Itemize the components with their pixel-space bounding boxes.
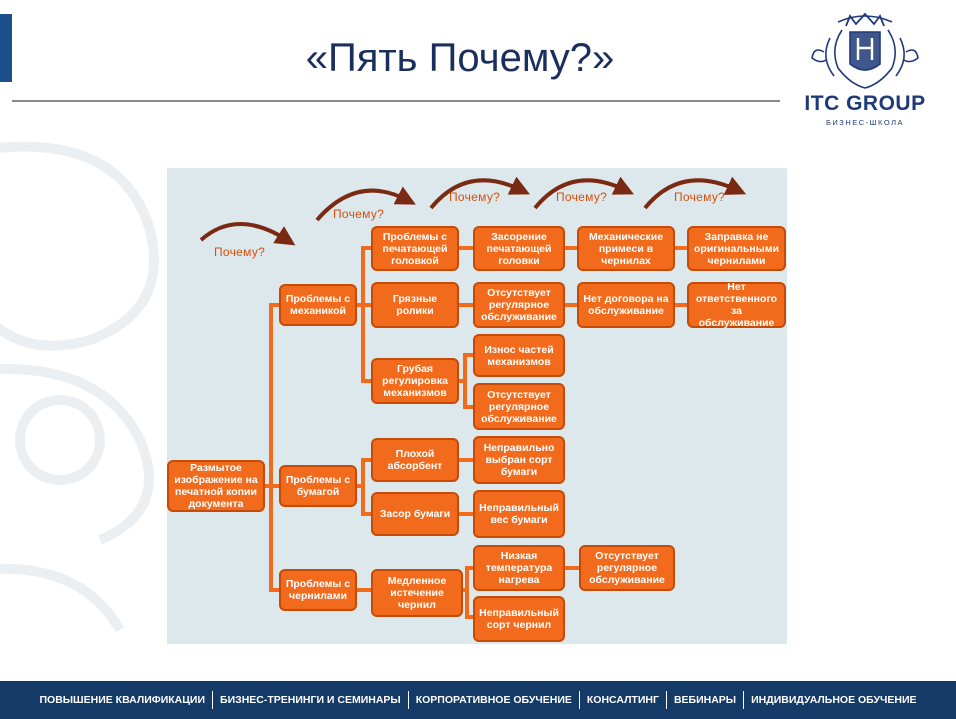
five-whys-diagram: Почему? Почему? Почему? Почему? Почему? … bbox=[167, 168, 787, 644]
title-divider bbox=[12, 100, 780, 102]
node-wear-parts: Износ частей механизмов bbox=[473, 334, 565, 377]
page-title: «Пять Почему?» bbox=[305, 36, 615, 80]
footer-item[interactable]: ИНДИВИДУАЛЬНОЕ ОБУЧЕНИЕ bbox=[751, 694, 917, 706]
node-paper: Проблемы с бумагой bbox=[279, 465, 357, 507]
footer-divider bbox=[665, 691, 667, 709]
accent-bar bbox=[0, 14, 12, 82]
why-label: Почему? bbox=[556, 190, 608, 204]
node-low-temp: Низкая температура нагрева bbox=[473, 545, 565, 591]
node-head-clog: Засорение печатающей головки bbox=[473, 226, 565, 271]
node-impurities: Механические примеси в чернилах bbox=[577, 226, 675, 271]
footer-item[interactable]: ВЕБИНАРЫ bbox=[673, 694, 737, 706]
node-root: Размытое изображение на печатной копии д… bbox=[167, 460, 265, 512]
node-mechanics: Проблемы с механикой bbox=[279, 284, 357, 326]
node-slow-flow: Медленное истечение чернил bbox=[371, 569, 463, 617]
node-wrong-paper-sort: Неправильно выбран сорт бумаги bbox=[473, 436, 565, 484]
node-rough-adjust: Грубая регулировка механизмов bbox=[371, 358, 459, 404]
watermark-emblem bbox=[0, 141, 159, 633]
footer-item[interactable]: ПОВЫШЕНИЕ КВАЛИФИКАЦИИ bbox=[39, 694, 206, 706]
node-no-service-1: Отсутствует регулярное обслуживание bbox=[473, 282, 565, 328]
node-wrong-ink: Неправильный сорт чернил bbox=[473, 596, 565, 642]
node-no-service-2: Отсутствует регулярное обслуживание bbox=[473, 383, 565, 430]
logo-text: ITC GROUP bbox=[804, 92, 926, 115]
diagram-connectors bbox=[199, 176, 747, 619]
node-dirty-rollers: Грязные ролики bbox=[371, 282, 459, 328]
why-label: Почему? bbox=[449, 190, 501, 204]
node-no-contract: Нет договора на обслуживание bbox=[577, 282, 675, 328]
node-paper-jam: Засор бумаги bbox=[371, 492, 459, 536]
footer-divider bbox=[743, 691, 745, 709]
node-non-original: Заправка не оригинальными чернилами bbox=[687, 226, 786, 271]
node-head-problems: Проблемы с печатающей головкой bbox=[371, 226, 459, 271]
footer-divider bbox=[578, 691, 580, 709]
why-label: Почему? bbox=[674, 190, 726, 204]
node-wrong-paper-weight: Неправильный вес бумаги bbox=[473, 490, 565, 538]
crest-icon bbox=[811, 12, 919, 89]
logo-subtitle: БИЗНЕС-ШКОЛА bbox=[825, 118, 904, 127]
node-no-service-3: Отсутствует регулярное обслуживание bbox=[579, 545, 675, 591]
node-no-responsible: Нет ответственного за обслуживание bbox=[687, 281, 786, 329]
node-ink: Проблемы с чернилами bbox=[279, 569, 357, 611]
node-bad-absorbent: Плохой абсорбент bbox=[371, 438, 459, 482]
footer-divider bbox=[212, 691, 214, 709]
footer-divider bbox=[407, 691, 409, 709]
why-label: Почему? bbox=[333, 207, 385, 221]
footer-item[interactable]: КОНСАЛТИНГ bbox=[586, 694, 659, 706]
itc-group-logo: ITC GROUP БИЗНЕС-ШКОЛА bbox=[790, 8, 940, 128]
why-label: Почему? bbox=[214, 245, 266, 259]
footer-bar: ПОВЫШЕНИЕ КВАЛИФИКАЦИИ БИЗНЕС-ТРЕНИНГИ И… bbox=[0, 681, 956, 719]
footer-item[interactable]: КОРПОРАТИВНОЕ ОБУЧЕНИЕ bbox=[415, 694, 572, 706]
footer-item[interactable]: БИЗНЕС-ТРЕНИНГИ И СЕМИНАРЫ bbox=[220, 694, 401, 706]
